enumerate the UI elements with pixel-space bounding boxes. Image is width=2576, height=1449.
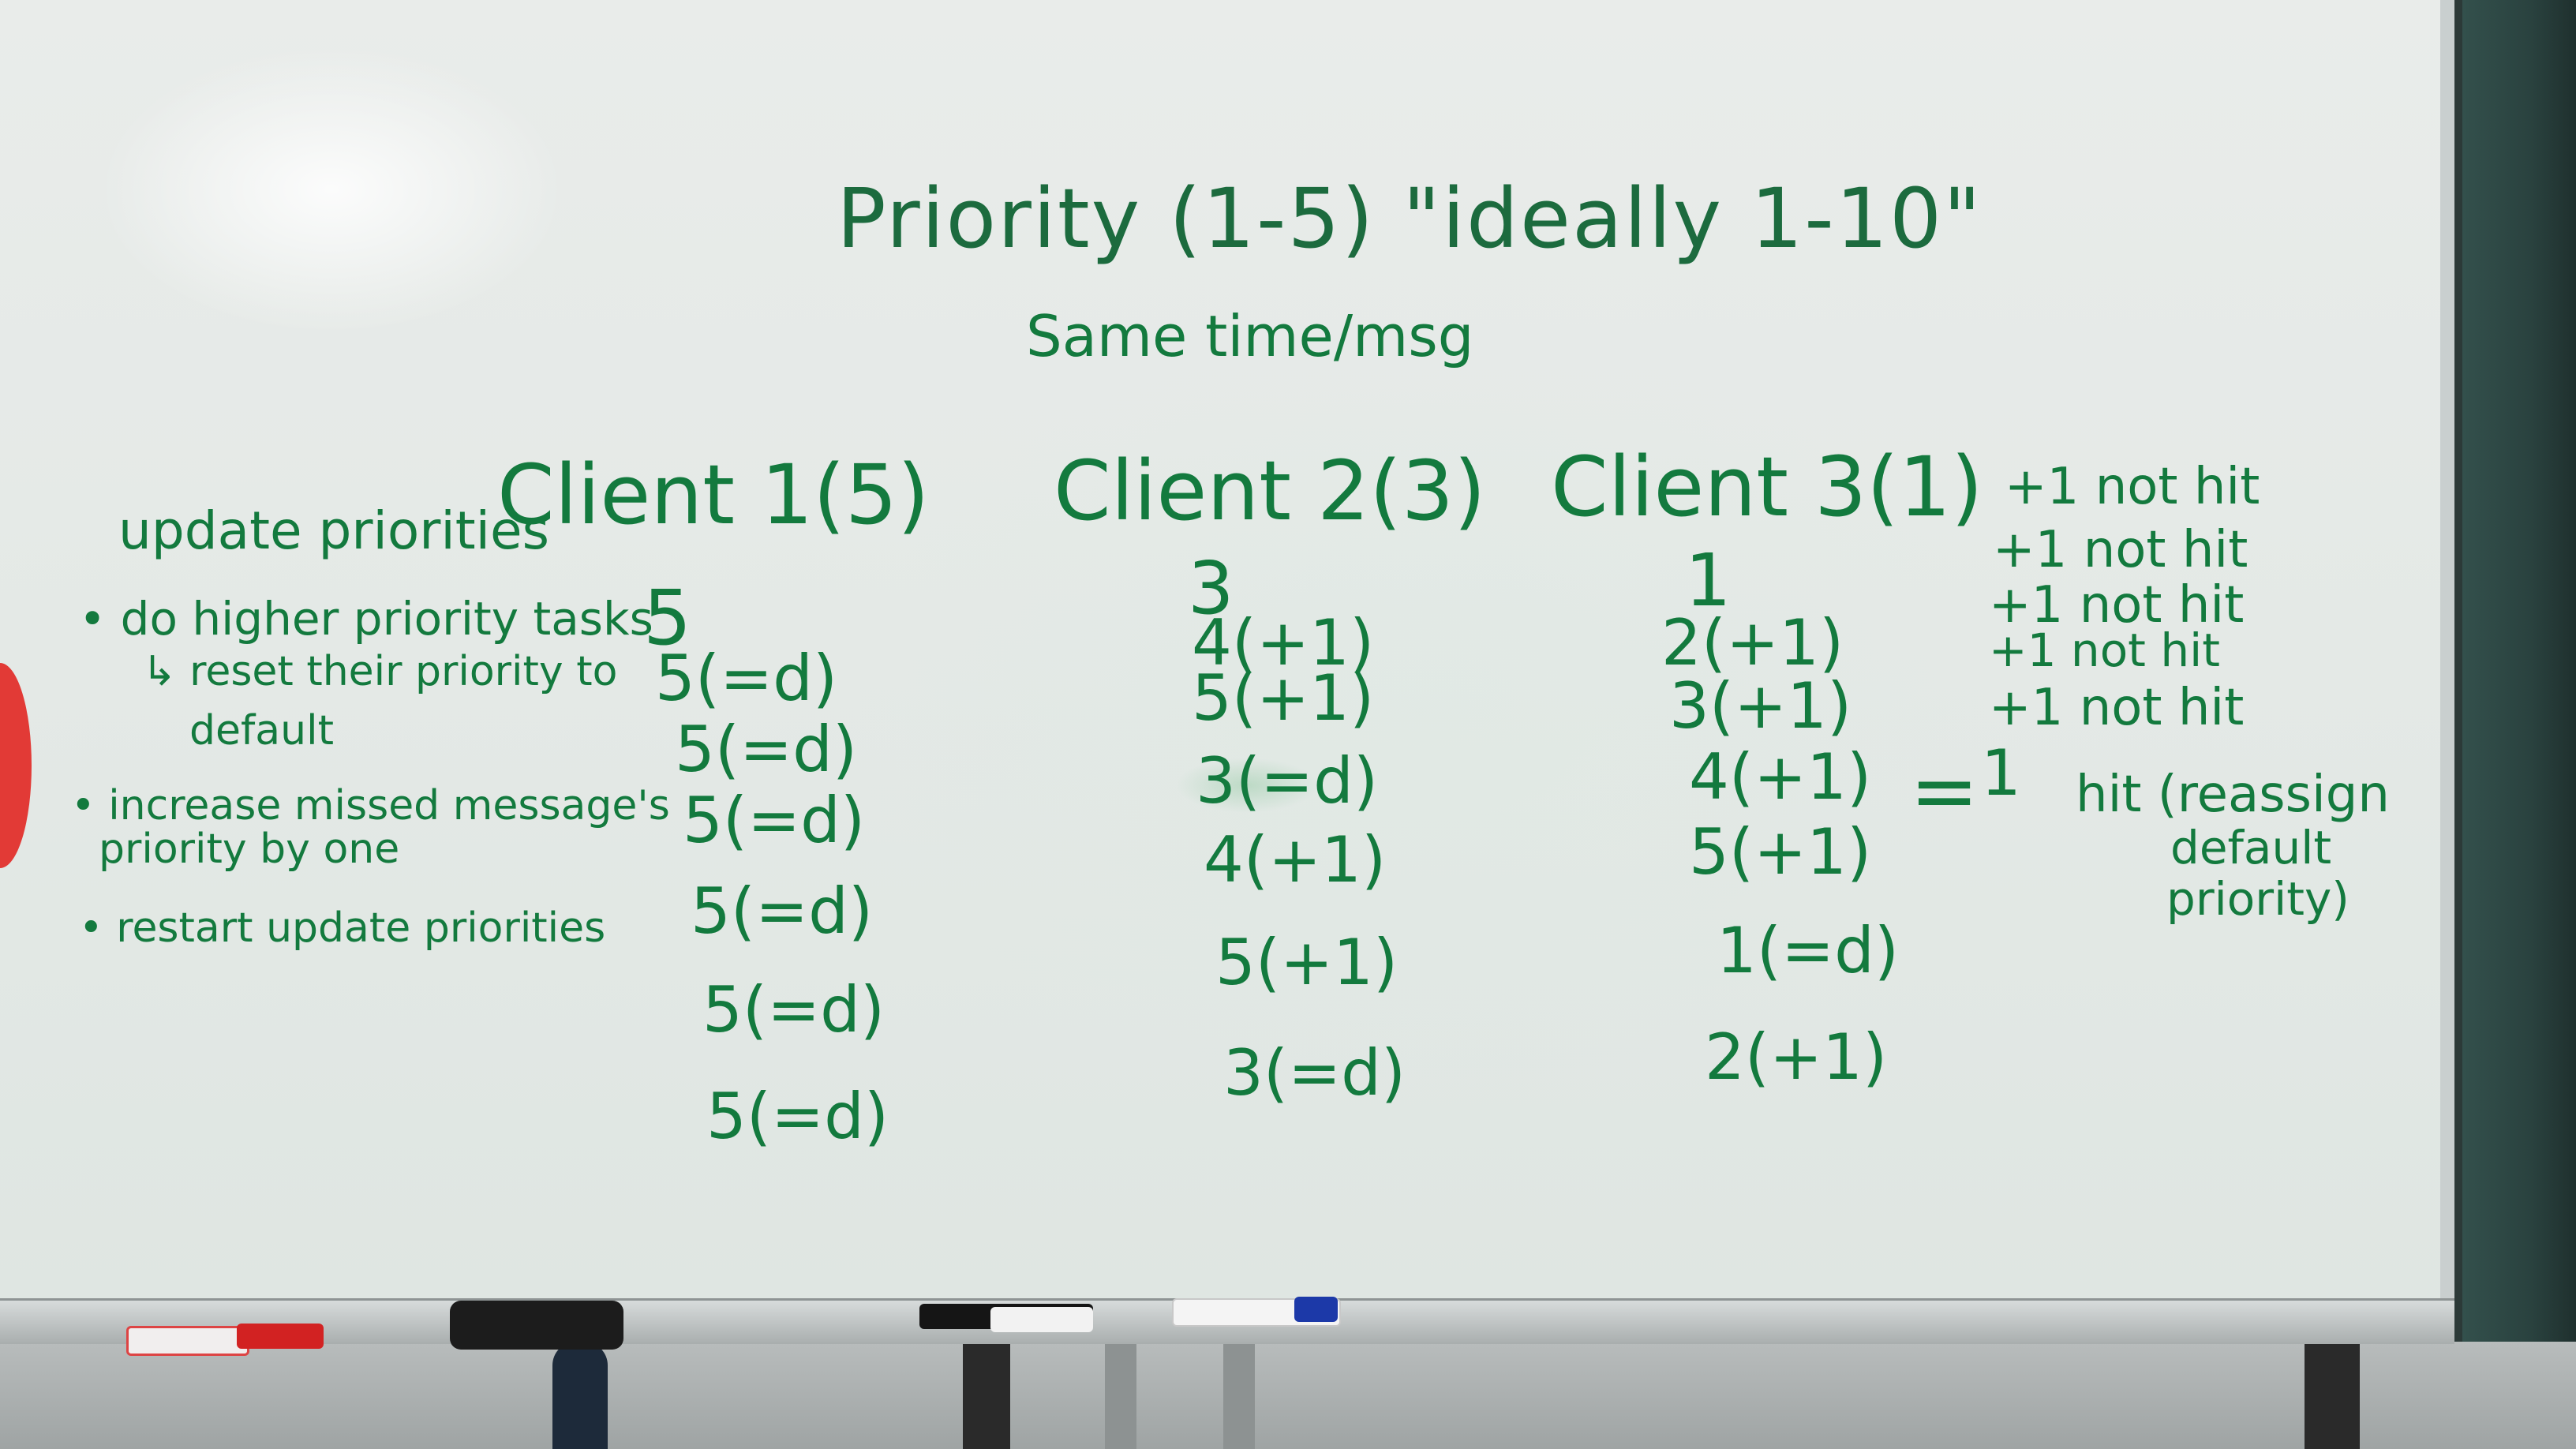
client-3-value: 2(+1)	[1661, 606, 1844, 680]
red-ink-mark	[0, 663, 32, 868]
client-3-value: 3(+1)	[1669, 669, 1852, 743]
left-note: ↳ reset their priority to	[142, 648, 618, 695]
black-marker-body	[990, 1307, 1093, 1332]
result-equals: =	[1910, 743, 1979, 839]
client-1-value: 5(=d)	[702, 973, 886, 1046]
result-text: default	[2170, 821, 2332, 874]
board-title: Priority (1-5) "ideally 1-10"	[837, 170, 1983, 267]
circled-number: 1	[1981, 736, 2021, 810]
board-stand-leg	[1223, 1342, 1255, 1449]
client-3-value: 1	[1685, 538, 1732, 623]
client-2-header: Client 2(3)	[1054, 443, 1486, 539]
client-3-header: Client 3(1)	[1551, 439, 1983, 535]
right-note: +1 not hit	[1993, 521, 2248, 579]
client-1-value: 5	[643, 574, 692, 662]
red-marker[interactable]	[126, 1326, 249, 1356]
eraser-smudge	[1176, 758, 1318, 813]
result-circled-number: 1	[1981, 742, 2021, 805]
chair-back	[552, 1342, 608, 1449]
eraser[interactable]	[450, 1301, 623, 1350]
left-note: priority by one	[99, 826, 400, 873]
red-marker-cap	[237, 1324, 324, 1349]
board-stand-leg	[1105, 1342, 1136, 1449]
right-note: +1 not hit	[2005, 458, 2260, 516]
board-subtitle: Same time/msg	[1026, 303, 1474, 369]
client-2-value: 4(+1)	[1192, 606, 1375, 680]
right-note: +1 not hit	[1989, 576, 2245, 635]
client-1-header: Client 1(5)	[497, 447, 930, 543]
client-3-value: 5(+1)	[1689, 815, 1872, 889]
client-2-value: 5(+1)	[1215, 926, 1398, 999]
client-2-value: 3(=d)	[1196, 744, 1379, 818]
blue-marker-cap	[1294, 1297, 1338, 1322]
left-note: • do higher priority tasks	[79, 592, 653, 646]
client-1-value: 5(=d)	[691, 874, 874, 948]
left-note: • increase missed message's	[71, 782, 670, 829]
floor	[0, 1342, 2576, 1449]
client-1-value: 5(=d)	[675, 713, 858, 786]
client-1-value: 5(=d)	[706, 1080, 889, 1153]
table-leg	[2305, 1342, 2360, 1449]
client-2-value: 3	[1188, 546, 1234, 631]
table-leg	[963, 1342, 1010, 1449]
left-heading: update priorities	[118, 500, 549, 561]
result-text: priority)	[2166, 872, 2349, 926]
client-1-value: 5(=d)	[683, 784, 866, 857]
client-2-value: 4(+1)	[1204, 823, 1387, 897]
client-3-value: 2(+1)	[1705, 1020, 1888, 1094]
result-text: hit (reassign	[2076, 766, 2390, 824]
client-2-value: 3(=d)	[1223, 1036, 1406, 1110]
client-3-value: 1(=d)	[1717, 914, 1900, 987]
client-3-value: 4(+1)	[1689, 740, 1872, 814]
client-2-value: 5(+1)	[1192, 661, 1375, 735]
client-1-value: 5(=d)	[655, 642, 838, 715]
left-note: • restart update priorities	[79, 904, 606, 952]
whiteboard: Priority (1-5) "ideally 1-10" Same time/…	[0, 0, 2454, 1310]
right-note: +1 not hit	[1989, 623, 2220, 677]
right-note: +1 not hit	[1989, 679, 2245, 737]
left-note: default	[189, 707, 334, 754]
wall	[2462, 0, 2576, 1449]
